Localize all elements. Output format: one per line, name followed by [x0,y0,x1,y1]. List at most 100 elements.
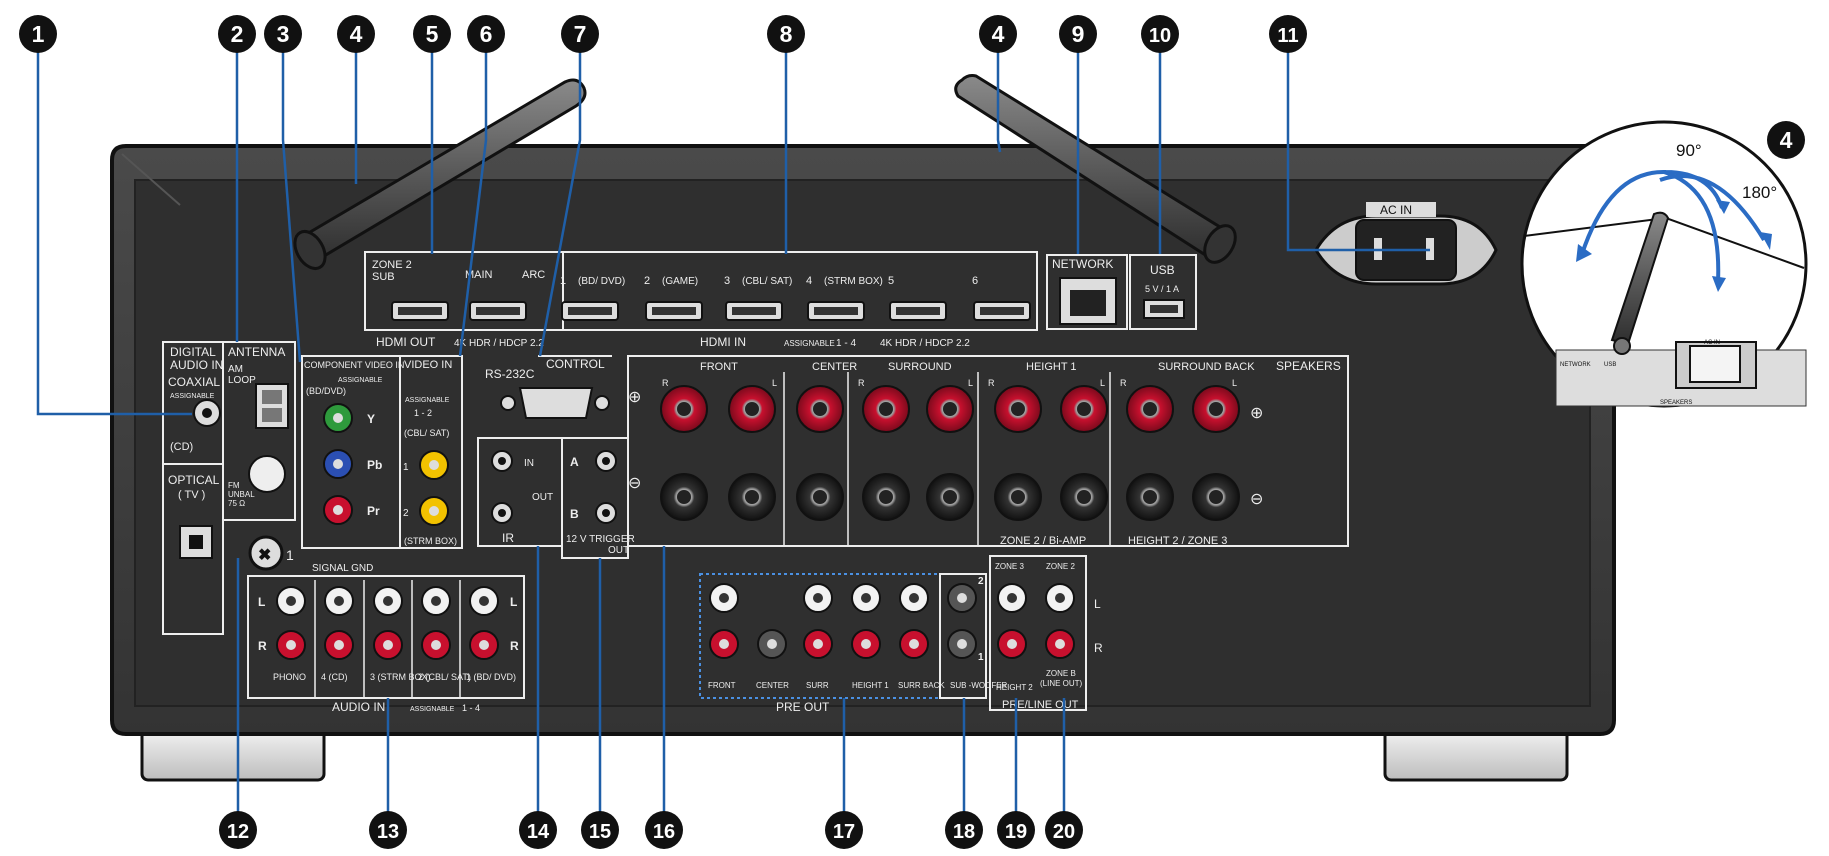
hdmi-out-label: HDMI OUT [376,335,436,349]
callout-bubble [1141,15,1179,53]
preline-r-label: R [1094,641,1103,655]
inset-90-label: 90° [1676,141,1702,160]
audio-in-source-label: PHONO [273,672,306,682]
coaxial-source: (CD) [170,441,193,453]
gnd-screw-icon: ✖ [258,547,271,564]
fm-jack [248,455,286,493]
video-source-2: (STRM BOX) [404,536,457,546]
ir-in-label: IN [524,458,534,469]
callout-leader-line [1286,52,1430,252]
callout-number: 9 [1072,21,1085,47]
audio-in-source-label: 2 (CBL/ SAT) [418,672,471,682]
callout-number: 4 [992,21,1005,47]
hdmi-in-source-4: (STRM BOX) [824,276,883,287]
ir-out-label: OUT [532,492,553,503]
pre-line-out-label: PRE/LINE OUT [1002,699,1079,711]
control-section: RS-232C CONTROL IN OUT IR A B 12 V TRIGG… [477,355,635,559]
callout-number: 5 [426,21,439,47]
component-pr-label: Pr [367,504,380,518]
callout-bubble [645,811,683,849]
coaxial-assignable: ASSIGNABLE [170,393,215,400]
left-antenna [293,78,587,270]
hdmi-in-range: 1 - 4 [836,338,856,349]
audio-in-l-label-right: L [510,595,517,609]
speaker-channel-label: L [968,378,973,388]
zone2-label: ZONE 2 [1046,562,1075,571]
trigger-b-label: B [570,507,579,521]
callout-leader-line [281,52,302,363]
callout-leader-line [996,52,1002,153]
inset-acin-label: AC IN [1704,340,1720,346]
pre-out-channel-label: SURR [806,681,829,690]
height2-label: HEIGHT 2 [996,683,1033,692]
usb-spec: 5 V / 1 A [1145,284,1179,294]
speaker-channel-label: R [662,378,669,388]
callout-bubble [1045,811,1083,849]
component-video-section: COMPONENT VIDEO IN ASSIGNABLE (BD/DVD) Y… [301,355,463,549]
hdmi-in-spec: 4K HDR / HDCP 2.2 [880,338,970,349]
callout-number: 3 [277,21,290,47]
speaker-minus-left: ⊖ [628,475,641,492]
pre-out-label: PRE OUT [776,700,830,714]
audio-in-source-label: 4 (CD) [321,672,348,682]
hdmi-out-spec: 4K HDR / HDCP 2.2 [454,338,544,349]
speaker-plus-right: ⊕ [1250,405,1263,422]
audio-in-label: AUDIO IN [332,700,385,714]
hdmi-in-num-4: 4 [806,275,812,287]
callout-bubble [1059,15,1097,53]
control-label: CONTROL [546,357,605,371]
antenna-rotation-inset: 90° 180° NETWORK USB AC IN SPEAKERS [1520,120,1808,408]
inset-network-label: NETWORK [1560,362,1591,368]
coaxial-label: COAXIAL [168,375,220,389]
callout-number: 12 [227,821,249,843]
hdmi-in-num-5: 5 [888,275,894,287]
callout-number: 14 [527,821,550,843]
inset-ac-inlet [1689,345,1741,383]
feet [140,726,1569,782]
callout-number: 11 [1277,25,1298,47]
audio-in-source-label: 1 (BD/ DVD) [466,672,516,682]
callout-number: 4 [350,21,363,47]
video-in-label: VIDEO IN [404,359,452,371]
speaker-channel-label: L [1232,378,1237,388]
inset-speakers-label: SPEAKERS [1660,400,1692,406]
speaker-channel-label: R [1120,378,1127,388]
hdmi-in-assignable: ASSIGNABLE [784,339,835,348]
component-y-label: Y [367,412,375,426]
speaker-group-label: SURROUND BACK [1158,361,1255,373]
hdmi-in-num-3: 3 [724,275,730,287]
callout-bubble [997,811,1035,849]
hdmi-main-label: MAIN [465,269,493,281]
video-num-2: 2 [403,508,409,519]
ac-in-label: AC IN [1380,203,1412,217]
video-assign-range: 1 - 2 [414,408,432,418]
hdmi-in-num-2: 2 [644,275,650,287]
callout-bubble [979,15,1017,53]
speaker-group-label: SURROUND [888,361,952,373]
signal-gnd-label: SIGNAL GND [312,563,373,574]
callout-number: 17 [833,821,855,843]
inset-usb-label: USB [1604,362,1616,368]
trigger-a-label: A [570,455,579,469]
inset-arrow-180 [1659,170,1766,283]
hdmi-arc-label: ARC [522,269,545,281]
audio-in-r-label-right: R [510,639,519,653]
callout-bubble [581,811,619,849]
usb-label: USB [1150,263,1175,277]
callout-number: 4 [1780,127,1793,153]
preline-l-label: L [1094,597,1101,611]
zone3-label: ZONE 3 [995,562,1024,571]
hdmi-in-source-2: (GAME) [662,276,698,287]
callout-number: 18 [953,821,975,843]
height2-zone3-label: HEIGHT 2 / ZONE 3 [1128,535,1227,547]
